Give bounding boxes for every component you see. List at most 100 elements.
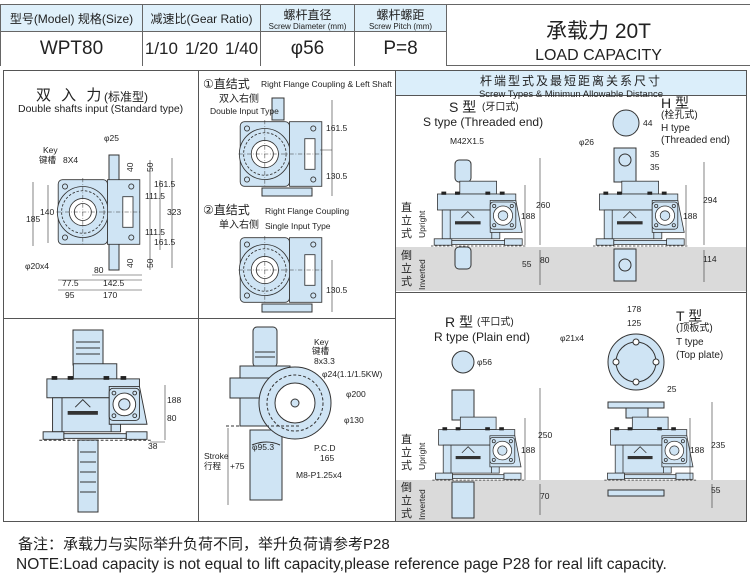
r-type-title-cn: R 型 (445, 314, 473, 330)
jack-t-type-drawing (603, 416, 699, 481)
t-type-title-sub: (顶板式) (676, 323, 713, 334)
s-type-title-cn: S 型 (449, 99, 477, 115)
dim-label: 188 (521, 211, 536, 221)
left-title-cn: 双 入 力 (36, 87, 105, 104)
divider (3, 318, 198, 319)
dim-label: 8X4 (63, 155, 79, 165)
dim-label: 行程 (204, 461, 222, 471)
divider (395, 292, 747, 293)
dim-label: Key (43, 145, 58, 155)
dim-label: 111.5 (145, 191, 166, 201)
dim-label: φ200 (346, 389, 366, 399)
option1-en: Right Flange Coupling & Left Shaft (261, 79, 392, 89)
dim-label: 165 (320, 453, 335, 463)
upright-cn: 直立式 (401, 202, 412, 240)
load-capacity-box: 承载力 20T LOAD CAPACITY (447, 4, 750, 66)
model-size-header: 型号(Model) 规格(Size) (0, 4, 143, 32)
option2-title: ②直结式 (203, 203, 250, 217)
gearbox-option2-drawing (238, 236, 324, 304)
input-shaft-bottom (108, 243, 120, 271)
dim-label: 188 (521, 445, 536, 455)
inverted-en: Inverted (417, 259, 427, 290)
dim-label: 130.5 (326, 171, 348, 181)
model-value: WPT80 (0, 32, 143, 66)
dim-label: 80 (540, 255, 550, 265)
dim-label: P.C.D (314, 443, 336, 453)
dim-label: φ25 (104, 133, 119, 143)
screw-pitch-cn: 螺杆螺距 (376, 7, 425, 22)
dim-label: 161.5 (154, 179, 176, 189)
screw-diameter-en: Screw Diameter (mm) (268, 21, 347, 31)
dim-label: φ24(1.1/1.5KW) (322, 369, 383, 379)
dim-label: 8x3.3 (314, 356, 335, 366)
dim-label: φ26 (579, 137, 594, 147)
dim-label: 111.5 (145, 227, 166, 237)
inverted-en: Inverted (417, 489, 427, 520)
divider (198, 318, 395, 319)
ratio-1: 1/10 (144, 39, 178, 58)
screw-diameter-value: φ56 (261, 32, 355, 66)
dim-label: 323 (167, 207, 182, 217)
dim-label: 40 (125, 162, 135, 172)
screw-types-header: 杆端型式及最短距离关系尺寸 Screw Types & Minimun Allo… (396, 71, 746, 100)
option2-type: Single Input Type (265, 221, 331, 231)
left-title-type: (标准型) (104, 90, 148, 104)
h-type-title-en: H type (661, 123, 690, 134)
inverted-band (396, 247, 746, 291)
dim-label: 178 (627, 304, 642, 314)
option1-title: ①直结式 (203, 77, 250, 91)
dim-label: 114 (703, 254, 717, 264)
upright-en: Upright (417, 442, 427, 470)
dim-label: 77.5 (62, 278, 79, 288)
screw-pitch-value: P=8 (355, 32, 447, 66)
screw-diameter-cn: 螺杆直径 (283, 7, 332, 22)
jack-s-type-drawing (430, 180, 528, 247)
dim-label: 260 (536, 200, 551, 210)
jack-r-type-drawing (431, 416, 527, 481)
dim-label: 键槽 (312, 346, 330, 356)
upright-cn: 直立式 (401, 434, 412, 472)
gearbox-option1-drawing (238, 120, 324, 188)
gear-ratio-values: 1/10 1/20 1/40 (143, 32, 261, 66)
dim-label: 50 (145, 258, 155, 268)
dim-label: 140 (40, 207, 55, 217)
dim-label: Stroke (204, 451, 229, 461)
t-type-title-en2: (Top plate) (676, 350, 724, 361)
dim-label: φ56 (477, 357, 492, 367)
dim-label: φ20x4 (25, 261, 49, 271)
dim-label: 70 (540, 491, 550, 501)
dim-label: φ95.3 (252, 442, 275, 452)
dim-label: 44 (643, 118, 653, 128)
jack-h-type-drawing (592, 180, 690, 247)
dim-label: 80 (167, 413, 177, 423)
h-type-title-sub: (栓孔式) (661, 110, 698, 121)
dim-label: 键槽 (39, 155, 57, 165)
jack-standard-drawing (38, 363, 154, 441)
option2-en: Right Flange Coupling (265, 206, 350, 216)
screw-types-header-cn: 杆端型式及最短距离关系尺寸 (479, 74, 662, 88)
option1-cn: 双入右侧 (219, 94, 259, 105)
h-type-title-en2: (Threaded end) (661, 135, 730, 146)
dim-label: 55 (522, 259, 532, 269)
upright-en: Upright (417, 210, 427, 238)
dim-label: 170 (103, 290, 118, 300)
screw-types-header-en: Screw Types & Minimun Allowable Distance (478, 89, 664, 100)
divider (198, 70, 199, 522)
dim-label: φ21x4 (560, 333, 584, 343)
dim-label: 235 (711, 440, 726, 450)
dim-label: 50 (145, 162, 155, 172)
dim-label: 188 (683, 211, 698, 221)
divider (395, 70, 396, 522)
dim-label: 185 (26, 214, 41, 224)
t-type-title-en: T type (676, 337, 704, 348)
dim-label: 80 (94, 265, 104, 275)
s-type-title-en: S type (Threaded end) (423, 115, 544, 129)
ratio-2: 1/20 (184, 39, 219, 58)
dim-label: 95 (65, 290, 75, 300)
dim-label: 294 (703, 195, 718, 205)
dim-label: Key (314, 337, 329, 347)
option1-type: Double Input Type (210, 106, 279, 116)
